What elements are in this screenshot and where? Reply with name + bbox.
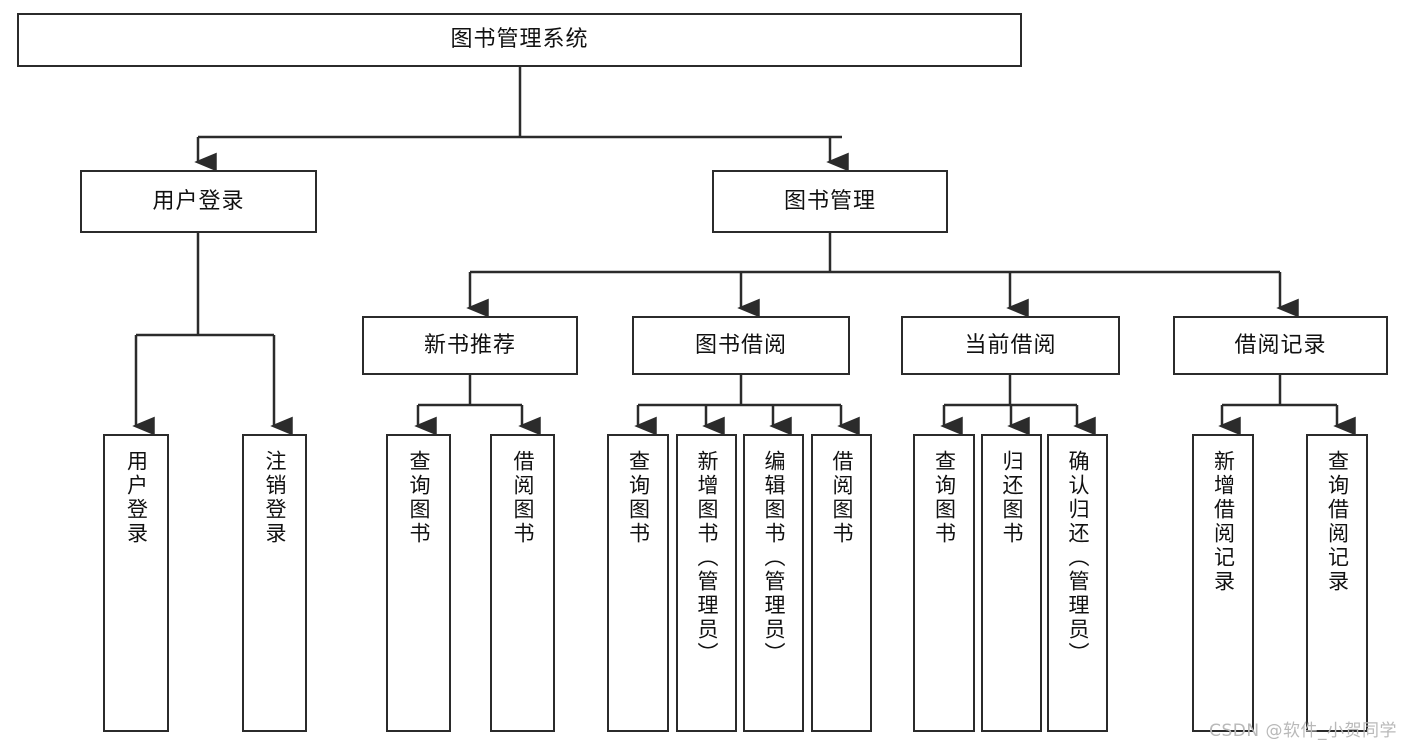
node-leaf-logout[interactable]: 注销登录 [242, 434, 307, 732]
node-leaf-confirm-return[interactable]: 确认归还（管理员） [1047, 434, 1108, 732]
node-leaf-query-book-a[interactable]: 查询图书 [386, 434, 451, 732]
node-leaf-borrow-book-a-label: 借阅图书 [511, 450, 535, 546]
node-leaf-add-book-label: 新增图书（管理员） [695, 450, 719, 666]
node-borrow-record[interactable]: 借阅记录 [1173, 316, 1388, 375]
node-leaf-query-book-c-label: 查询图书 [932, 450, 957, 546]
node-leaf-return-book-label: 归还图书 [1000, 450, 1024, 546]
node-book-manage[interactable]: 图书管理 [712, 170, 948, 233]
node-leaf-borrow-book-b[interactable]: 借阅图书 [811, 434, 872, 732]
node-leaf-user-login[interactable]: 用户登录 [103, 434, 169, 732]
node-leaf-query-book-b[interactable]: 查询图书 [607, 434, 669, 732]
node-user-login-label: 用户登录 [152, 188, 245, 214]
node-leaf-add-record[interactable]: 新增借阅记录 [1192, 434, 1254, 732]
node-leaf-edit-book-label: 编辑图书（管理员） [762, 450, 786, 666]
node-root[interactable]: 图书管理系统 [17, 13, 1022, 67]
node-current-borrow-label: 当前借阅 [964, 332, 1057, 358]
node-leaf-query-record-label: 查询借阅记录 [1325, 450, 1350, 594]
node-leaf-return-book[interactable]: 归还图书 [981, 434, 1042, 732]
node-leaf-add-record-label: 新增借阅记录 [1211, 450, 1236, 594]
node-new-book-rec-label: 新书推荐 [423, 332, 516, 358]
node-user-login[interactable]: 用户登录 [80, 170, 317, 233]
node-root-label: 图书管理系统 [450, 27, 589, 53]
node-leaf-query-book-b-label: 查询图书 [626, 450, 651, 546]
node-leaf-add-book[interactable]: 新增图书（管理员） [676, 434, 737, 732]
node-borrow-record-label: 借阅记录 [1234, 332, 1327, 358]
node-book-manage-label: 图书管理 [783, 188, 876, 214]
node-leaf-query-book-c[interactable]: 查询图书 [913, 434, 975, 732]
node-leaf-user-login-label: 用户登录 [124, 450, 149, 546]
node-leaf-logout-label: 注销登录 [263, 450, 287, 546]
node-current-borrow[interactable]: 当前借阅 [901, 316, 1120, 375]
node-leaf-query-record[interactable]: 查询借阅记录 [1306, 434, 1368, 732]
node-book-borrow[interactable]: 图书借阅 [632, 316, 850, 375]
node-leaf-borrow-book-a[interactable]: 借阅图书 [490, 434, 555, 732]
node-leaf-query-book-a-label: 查询图书 [407, 450, 431, 546]
node-leaf-borrow-book-b-label: 借阅图书 [830, 450, 854, 546]
node-leaf-confirm-return-label: 确认归还（管理员） [1066, 450, 1090, 666]
node-book-borrow-label: 图书借阅 [694, 332, 787, 358]
node-leaf-edit-book[interactable]: 编辑图书（管理员） [743, 434, 804, 732]
node-new-book-rec[interactable]: 新书推荐 [362, 316, 578, 375]
